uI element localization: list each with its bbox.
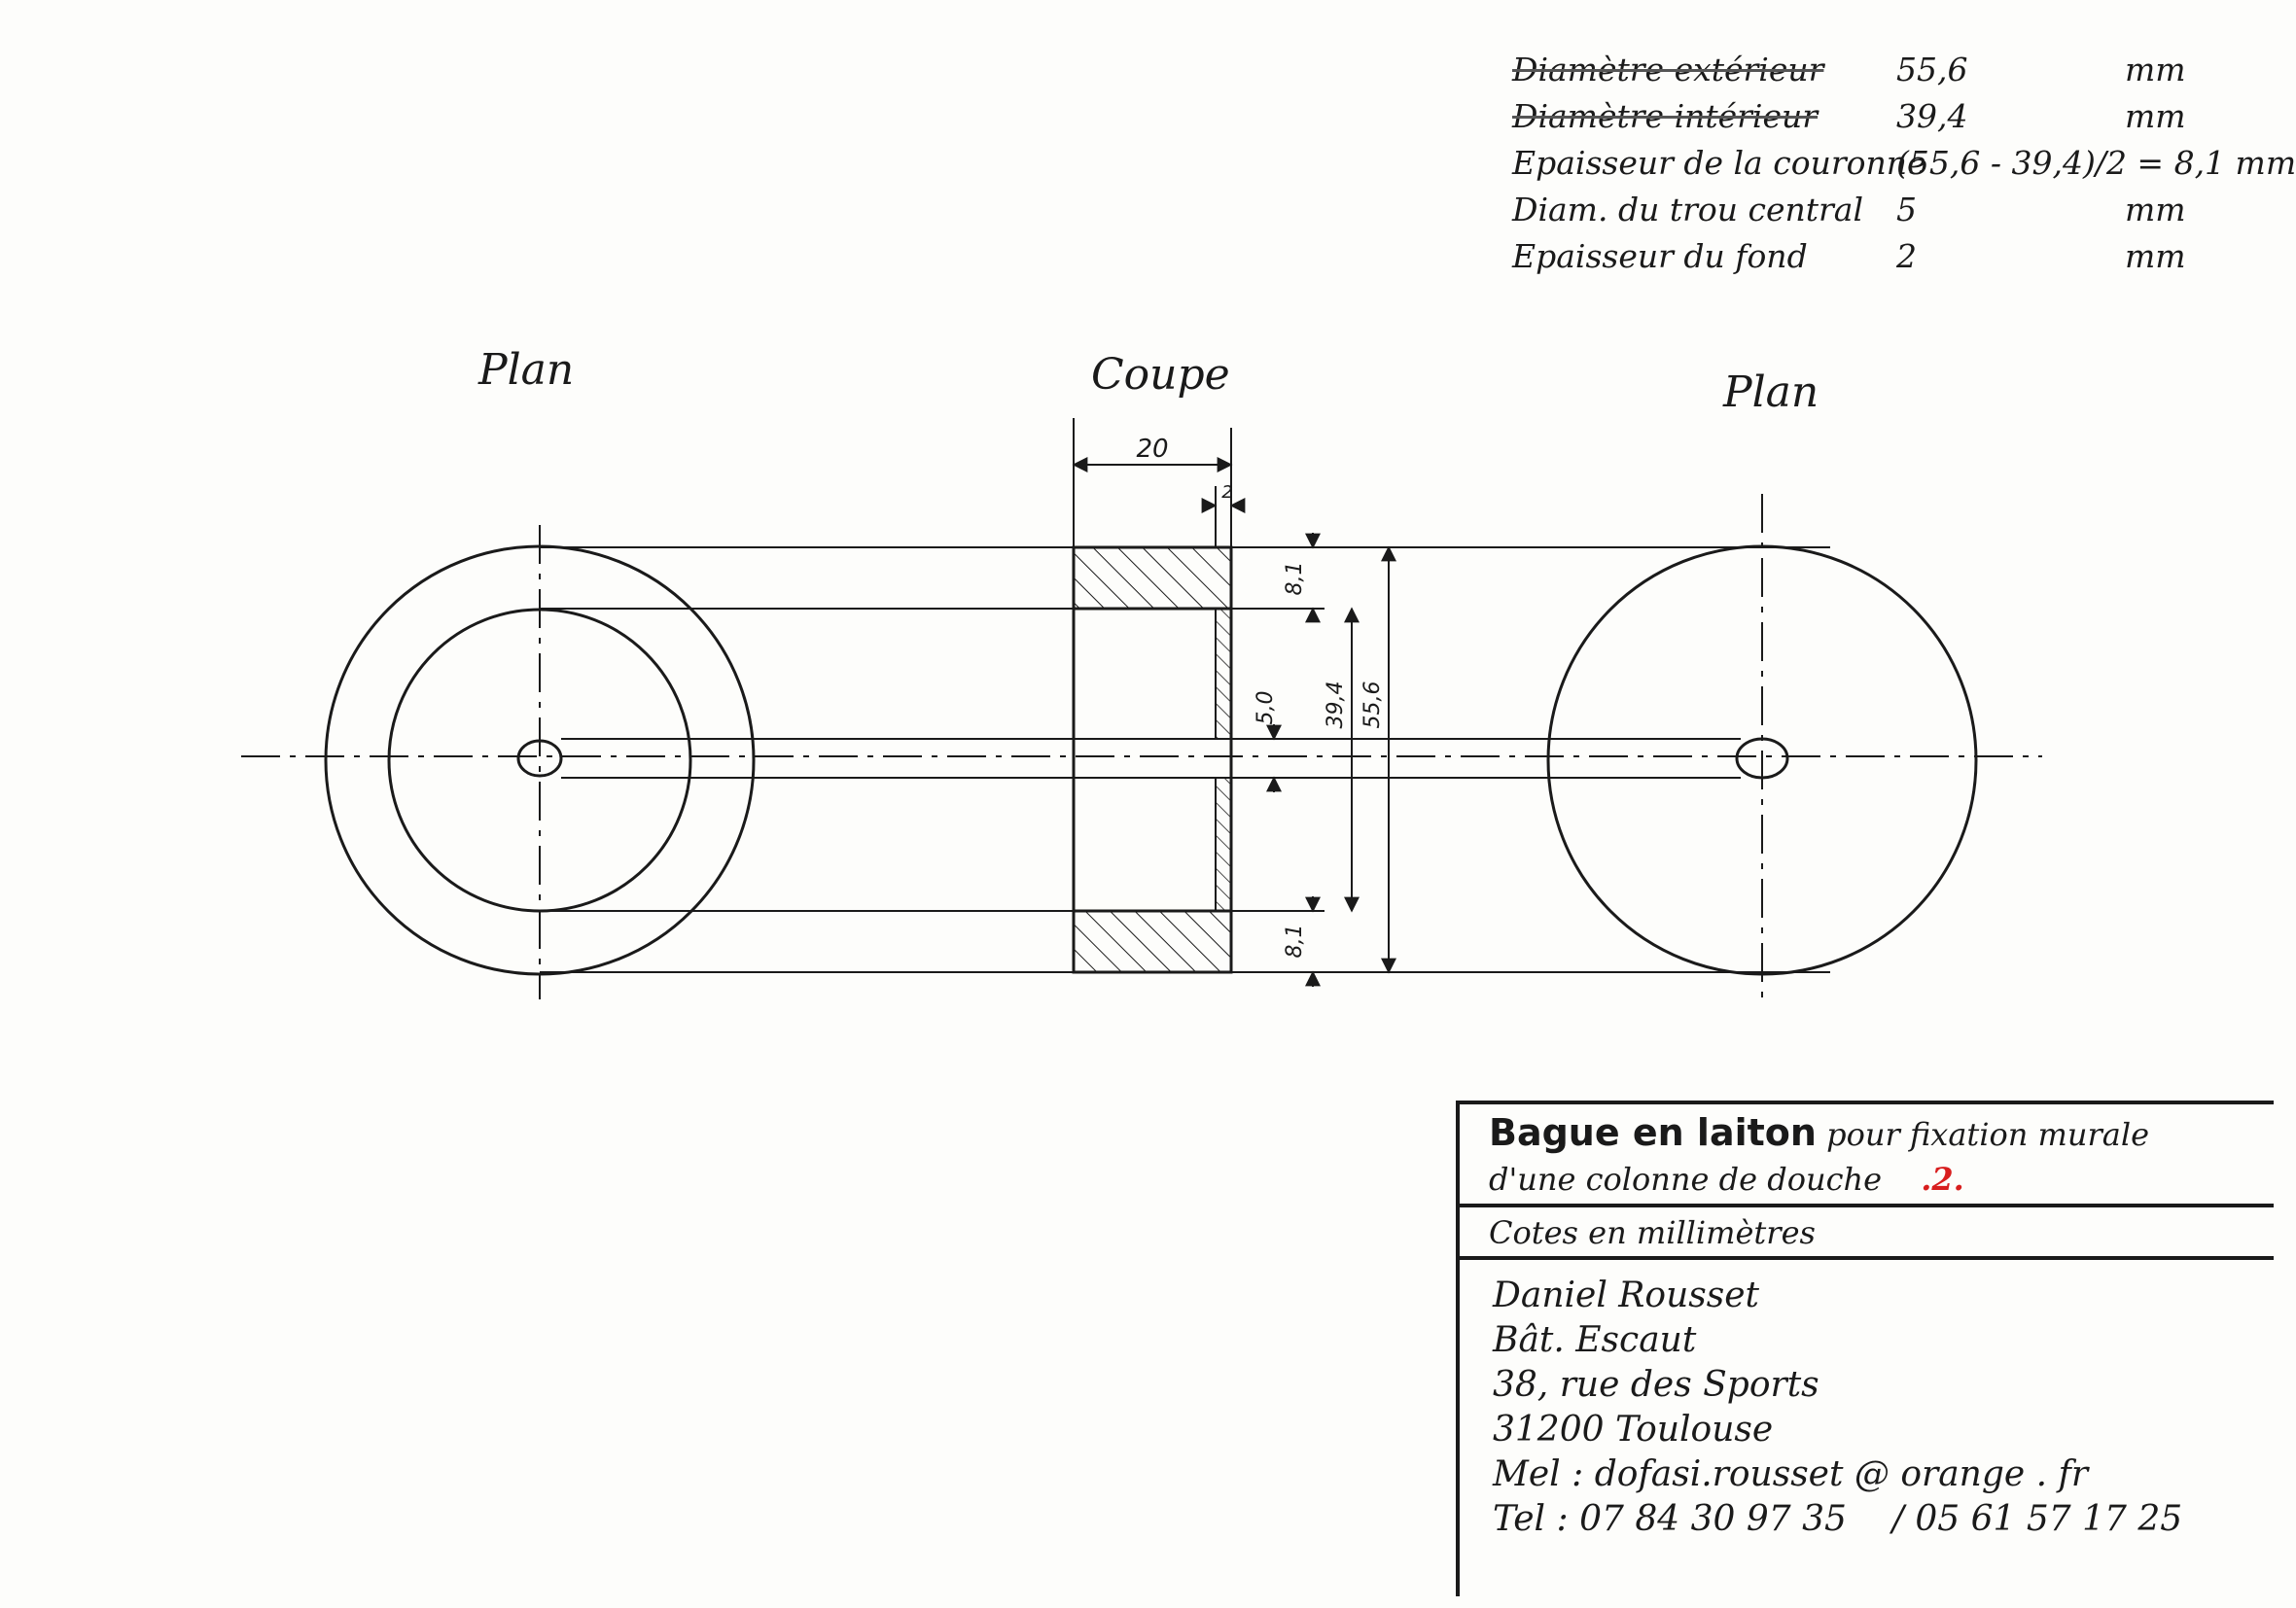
title-rest: pour fixation murale	[1826, 1116, 2150, 1153]
section-bottom-upper	[1215, 608, 1232, 740]
view-title-plan-right: Plan	[1723, 367, 1819, 417]
spec-label: Diam. du trou central	[1512, 191, 1864, 228]
title-main: Bague en laiton	[1489, 1111, 1817, 1154]
spec-value: (55,6 - 39,4)/2 = 8,1 mm	[1896, 144, 2296, 182]
title-line-2: d'une colonne de douche .2.	[1489, 1157, 2274, 1202]
spec-row-hole-diameter: Diam. du trou central 5 mm	[1512, 187, 2296, 233]
spec-row-crown-thickness: Epaisseur de la couronne (55,6 - 39,4)/2…	[1512, 140, 2296, 187]
author-street: 38, rue des Sports	[1493, 1365, 1819, 1405]
spec-unit: mm	[2125, 191, 2186, 228]
spec-label: Diamètre extérieur	[1512, 51, 1824, 88]
tel-label: Tel :	[1493, 1499, 1569, 1539]
author-name: Daniel Rousset	[1493, 1276, 1759, 1315]
spec-value: 39,4	[1896, 97, 1968, 135]
spec-unit: mm	[2125, 237, 2186, 275]
section-bottom-lower	[1215, 777, 1232, 912]
section-view	[1072, 545, 1233, 974]
mail-label: Mel :	[1493, 1454, 1584, 1494]
dim-hole-label: 5,0	[1254, 691, 1278, 725]
view-title-section: Coupe	[1091, 350, 1230, 400]
tel-2: 05 61 57 17 25	[1915, 1499, 2183, 1539]
projection-lines	[540, 546, 1830, 973]
title-line2: d'une colonne de douche	[1489, 1161, 1883, 1198]
spec-value: 5	[1896, 191, 1917, 228]
mail-address: dofasi.rousset @ orange . fr	[1594, 1454, 2089, 1494]
spec-unit: mm	[2125, 51, 2186, 88]
spec-row-inner-diameter: Diamètre intérieur 39,4 mm	[1512, 93, 2296, 140]
units-note: Cotes en millimètres	[1460, 1207, 2274, 1260]
spec-value: 55,6	[1896, 51, 1968, 88]
dim-bottom-thickness-label: 2	[1221, 482, 1232, 503]
section-hatch-bottom	[1072, 909, 1233, 974]
dimension-lines	[1072, 418, 1396, 987]
spec-label: Epaisseur de la couronne	[1512, 144, 1926, 182]
spec-table: Diamètre extérieur 55,6 mm Diamètre inté…	[1512, 47, 2296, 280]
author-tel-row: Tel : 07 84 30 97 35 / 05 61 57 17 25	[1493, 1497, 2274, 1542]
spec-unit: mm	[2125, 97, 2186, 135]
spec-row-outer-diameter: Diamètre extérieur 55,6 mm	[1512, 47, 2296, 93]
tel-separator: /	[1891, 1499, 1904, 1539]
title-block-title: Bague en laiton pour fixation murale d'u…	[1460, 1104, 2274, 1207]
title-block: Bague en laiton pour fixation murale d'u…	[1456, 1101, 2274, 1596]
dim-width-label: 20	[1136, 435, 1168, 464]
author-mail-row: Mel : dofasi.rousset @ orange . fr	[1493, 1452, 2274, 1497]
spec-value: 2	[1896, 237, 1917, 275]
drawing-number: .2.	[1921, 1161, 1964, 1198]
spec-label: Epaisseur du fond	[1512, 237, 1808, 275]
author-city: 31200 Toulouse	[1493, 1410, 1774, 1450]
right-plan-view	[1546, 494, 1978, 1001]
dim-crown-bottom-label: 8,1	[1283, 925, 1307, 959]
spec-label: Diamètre intérieur	[1512, 97, 1819, 135]
tel-1: 07 84 30 97 35	[1579, 1499, 1847, 1539]
left-plan-view	[324, 525, 756, 999]
dim-inner-label: 39,4	[1324, 682, 1348, 729]
spec-row-bottom-thickness: Epaisseur du fond 2 mm	[1512, 233, 2296, 280]
view-title-plan-left: Plan	[478, 345, 575, 395]
author-address: Daniel Rousset Bât. Escaut 38, rue des S…	[1460, 1260, 2274, 1542]
dim-outer-label: 55,6	[1360, 682, 1385, 729]
author-building: Bât. Escaut	[1493, 1320, 1697, 1360]
dim-crown-top-label: 8,1	[1283, 562, 1307, 596]
title-line-1: Bague en laiton pour fixation murale	[1489, 1110, 2274, 1157]
section-hatch-top	[1072, 545, 1233, 611]
